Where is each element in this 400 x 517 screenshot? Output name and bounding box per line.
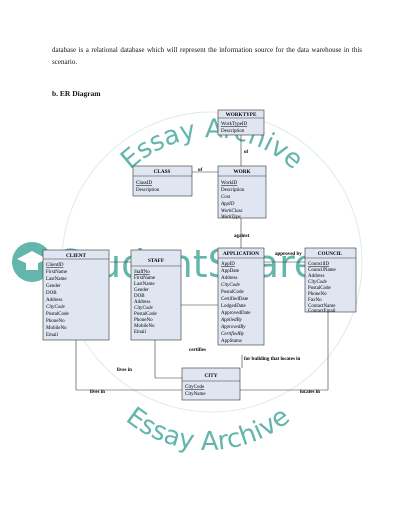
attribute: CouncilName — [308, 268, 337, 273]
attribute: CertifiedDate — [221, 297, 249, 302]
attribute: CouncilID — [308, 262, 329, 267]
entity-title: WORK — [233, 169, 250, 175]
attribute: MobileNo — [46, 326, 67, 331]
attribute: StaffNo — [134, 270, 150, 275]
attribute: WorkClass — [221, 209, 243, 214]
attribute: WorkType — [221, 215, 242, 220]
attribute: Description — [221, 188, 245, 193]
attribute: Address — [46, 298, 62, 303]
attribute: FirstName — [134, 276, 156, 281]
attribute: LastName — [46, 277, 67, 282]
relationship-labels: of of against approved by certifies live… — [90, 150, 320, 395]
rel-certifies: certifies — [189, 348, 206, 353]
entity-title: CLIENT — [66, 253, 86, 259]
attribute: ClassID — [136, 181, 153, 186]
rel-lives-in-staff: lives in — [117, 368, 132, 373]
watermark-ring-bottom: Essay Archive — [121, 402, 296, 458]
attribute: ClientID — [46, 263, 64, 268]
entity-client: CLIENT ClientID FirstName LastName Gende… — [42, 249, 110, 341]
rel-of-class: of — [198, 168, 203, 173]
attribute: ContactName — [308, 304, 336, 309]
attribute: AppDate — [221, 269, 240, 274]
attribute: PhoneNo — [46, 319, 65, 324]
entity-work: WORK WorkID Description Cost AppID WorkC… — [217, 165, 267, 220]
entity-title: WORKTYPE — [226, 112, 257, 118]
attribute: ContactEmail — [308, 309, 336, 314]
attribute: WorkTypeID — [221, 122, 248, 127]
connectors — [75, 135, 329, 391]
attribute: PostalCode — [134, 312, 158, 317]
attribute: FirstName — [46, 270, 68, 275]
attribute: ApprovedDate — [221, 311, 251, 316]
attribute: CityCode — [46, 305, 66, 310]
attribute: WorkID — [221, 181, 238, 186]
entity-title: COUNCIL — [318, 251, 343, 257]
attribute: FaxNo — [308, 298, 322, 303]
attribute: AppID — [220, 202, 235, 207]
attribute: Cost — [221, 195, 231, 200]
entity-title: STAFF — [148, 258, 164, 264]
entity-application: APPLICATION AppID AppDate Address CityCo… — [217, 247, 265, 346]
attribute: Address — [221, 276, 237, 281]
attribute: ApprovedBy — [220, 325, 246, 330]
rel-of-worktype: of — [244, 150, 249, 155]
attribute: Address — [308, 274, 324, 279]
attribute: CityCode — [221, 283, 241, 288]
attribute: AppStatus — [221, 339, 242, 344]
attribute: AppliedBy — [220, 318, 243, 323]
attribute: PostalCode — [46, 312, 70, 317]
attribute: LastName — [134, 282, 155, 287]
attribute: LodgedDate — [221, 304, 246, 309]
entity-staff: STAFF StaffNo FirstName LastName Gender … — [130, 249, 182, 341]
attribute: Description — [136, 188, 160, 193]
entity-class: CLASS ClassID Description — [132, 165, 193, 197]
intro-paragraph: database is a relational database which … — [52, 46, 362, 66]
entity-title: CLASS — [154, 169, 171, 175]
entity-council: COUNCIL CouncilID CouncilName Address Ci… — [304, 247, 357, 314]
attribute: Email — [46, 333, 59, 338]
attribute: CertifiedBy — [221, 332, 245, 337]
attribute: MobileNo — [134, 324, 155, 329]
attribute: Gender — [46, 284, 61, 289]
entity-title: CITY — [205, 373, 218, 379]
attribute: Address — [134, 300, 150, 305]
attribute: Email — [134, 330, 147, 335]
entity-city: CITY CityCode CityName — [181, 367, 241, 401]
rel-for-building: for building that locates in — [244, 357, 301, 362]
rel-approved-by: approved by — [275, 252, 302, 257]
attribute: AppID — [221, 262, 235, 267]
attribute: PostalCode — [221, 290, 245, 295]
attribute: CityName — [185, 392, 206, 397]
attribute: DOB — [134, 294, 145, 299]
graduation-cap-icon — [12, 242, 52, 282]
attribute: CityCode — [185, 385, 205, 390]
section-heading: b. ER Diagram — [52, 89, 101, 98]
attribute: DOB — [46, 291, 57, 296]
attribute: PhoneNo — [134, 318, 153, 323]
attribute: PhoneNo — [308, 292, 327, 297]
attribute: PostalCode — [308, 286, 332, 291]
attribute: Description — [221, 129, 245, 134]
rel-lives-in-client: lives in — [90, 390, 105, 395]
attribute: Gender — [134, 288, 149, 293]
attribute: CityCode — [134, 306, 154, 311]
entity-worktype: WORKTYPE WorkTypeID Description — [217, 109, 265, 136]
entity-title: APPLICATION — [223, 251, 259, 257]
attribute: CityCode — [308, 280, 328, 285]
rel-locates-in: locates in — [300, 390, 320, 395]
rel-against: against — [234, 234, 250, 239]
